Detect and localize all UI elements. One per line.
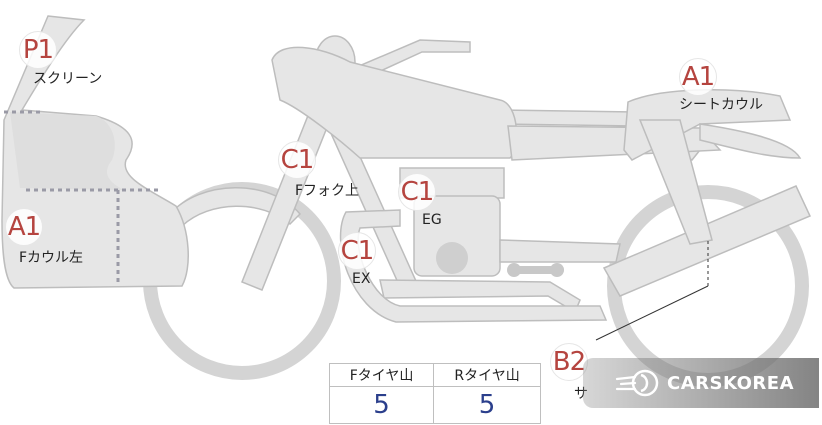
engine-case <box>436 242 468 274</box>
seat-cowl <box>623 89 792 161</box>
rear-tire-value: 5 <box>433 386 541 424</box>
code-a1-seat: A1 <box>679 58 717 96</box>
code-c1-ex: C1 <box>338 232 376 270</box>
seat-cowl-tail <box>699 123 802 159</box>
code-c1-fork: C1 <box>278 141 316 179</box>
label-fork-top: Fフォク上 <box>295 183 360 199</box>
code-p1: P1 <box>19 31 57 69</box>
rear-tire-header: Rタイヤ山 <box>433 363 541 387</box>
label-engine: EG <box>422 212 442 228</box>
front-fender <box>168 187 302 228</box>
code-c1-eg: C1 <box>398 173 436 211</box>
label-exhaust: EX <box>352 271 371 287</box>
code-a1-left: A1 <box>5 208 43 246</box>
label-screen: スクリーン <box>33 71 103 87</box>
watermark-text: CARSKOREA <box>667 373 794 394</box>
label-front-cowl-left: Fカウル左 <box>19 250 84 266</box>
b2-leader-line <box>595 285 709 341</box>
label-seat-cowl: シートカウル <box>679 97 763 113</box>
tire-tread-table: Fタイヤ山 Rタイヤ山 5 5 <box>328 363 541 424</box>
rear-shock <box>638 119 713 245</box>
carskorea-logo-icon <box>615 369 659 397</box>
swingarm <box>499 239 621 263</box>
engine-block <box>413 195 501 277</box>
front-tire-header: Fタイヤ山 <box>328 363 435 387</box>
code-b2: B2 <box>550 343 588 381</box>
front-tire-value: 5 <box>328 386 435 424</box>
carskorea-watermark: CARSKOREA <box>583 358 819 408</box>
